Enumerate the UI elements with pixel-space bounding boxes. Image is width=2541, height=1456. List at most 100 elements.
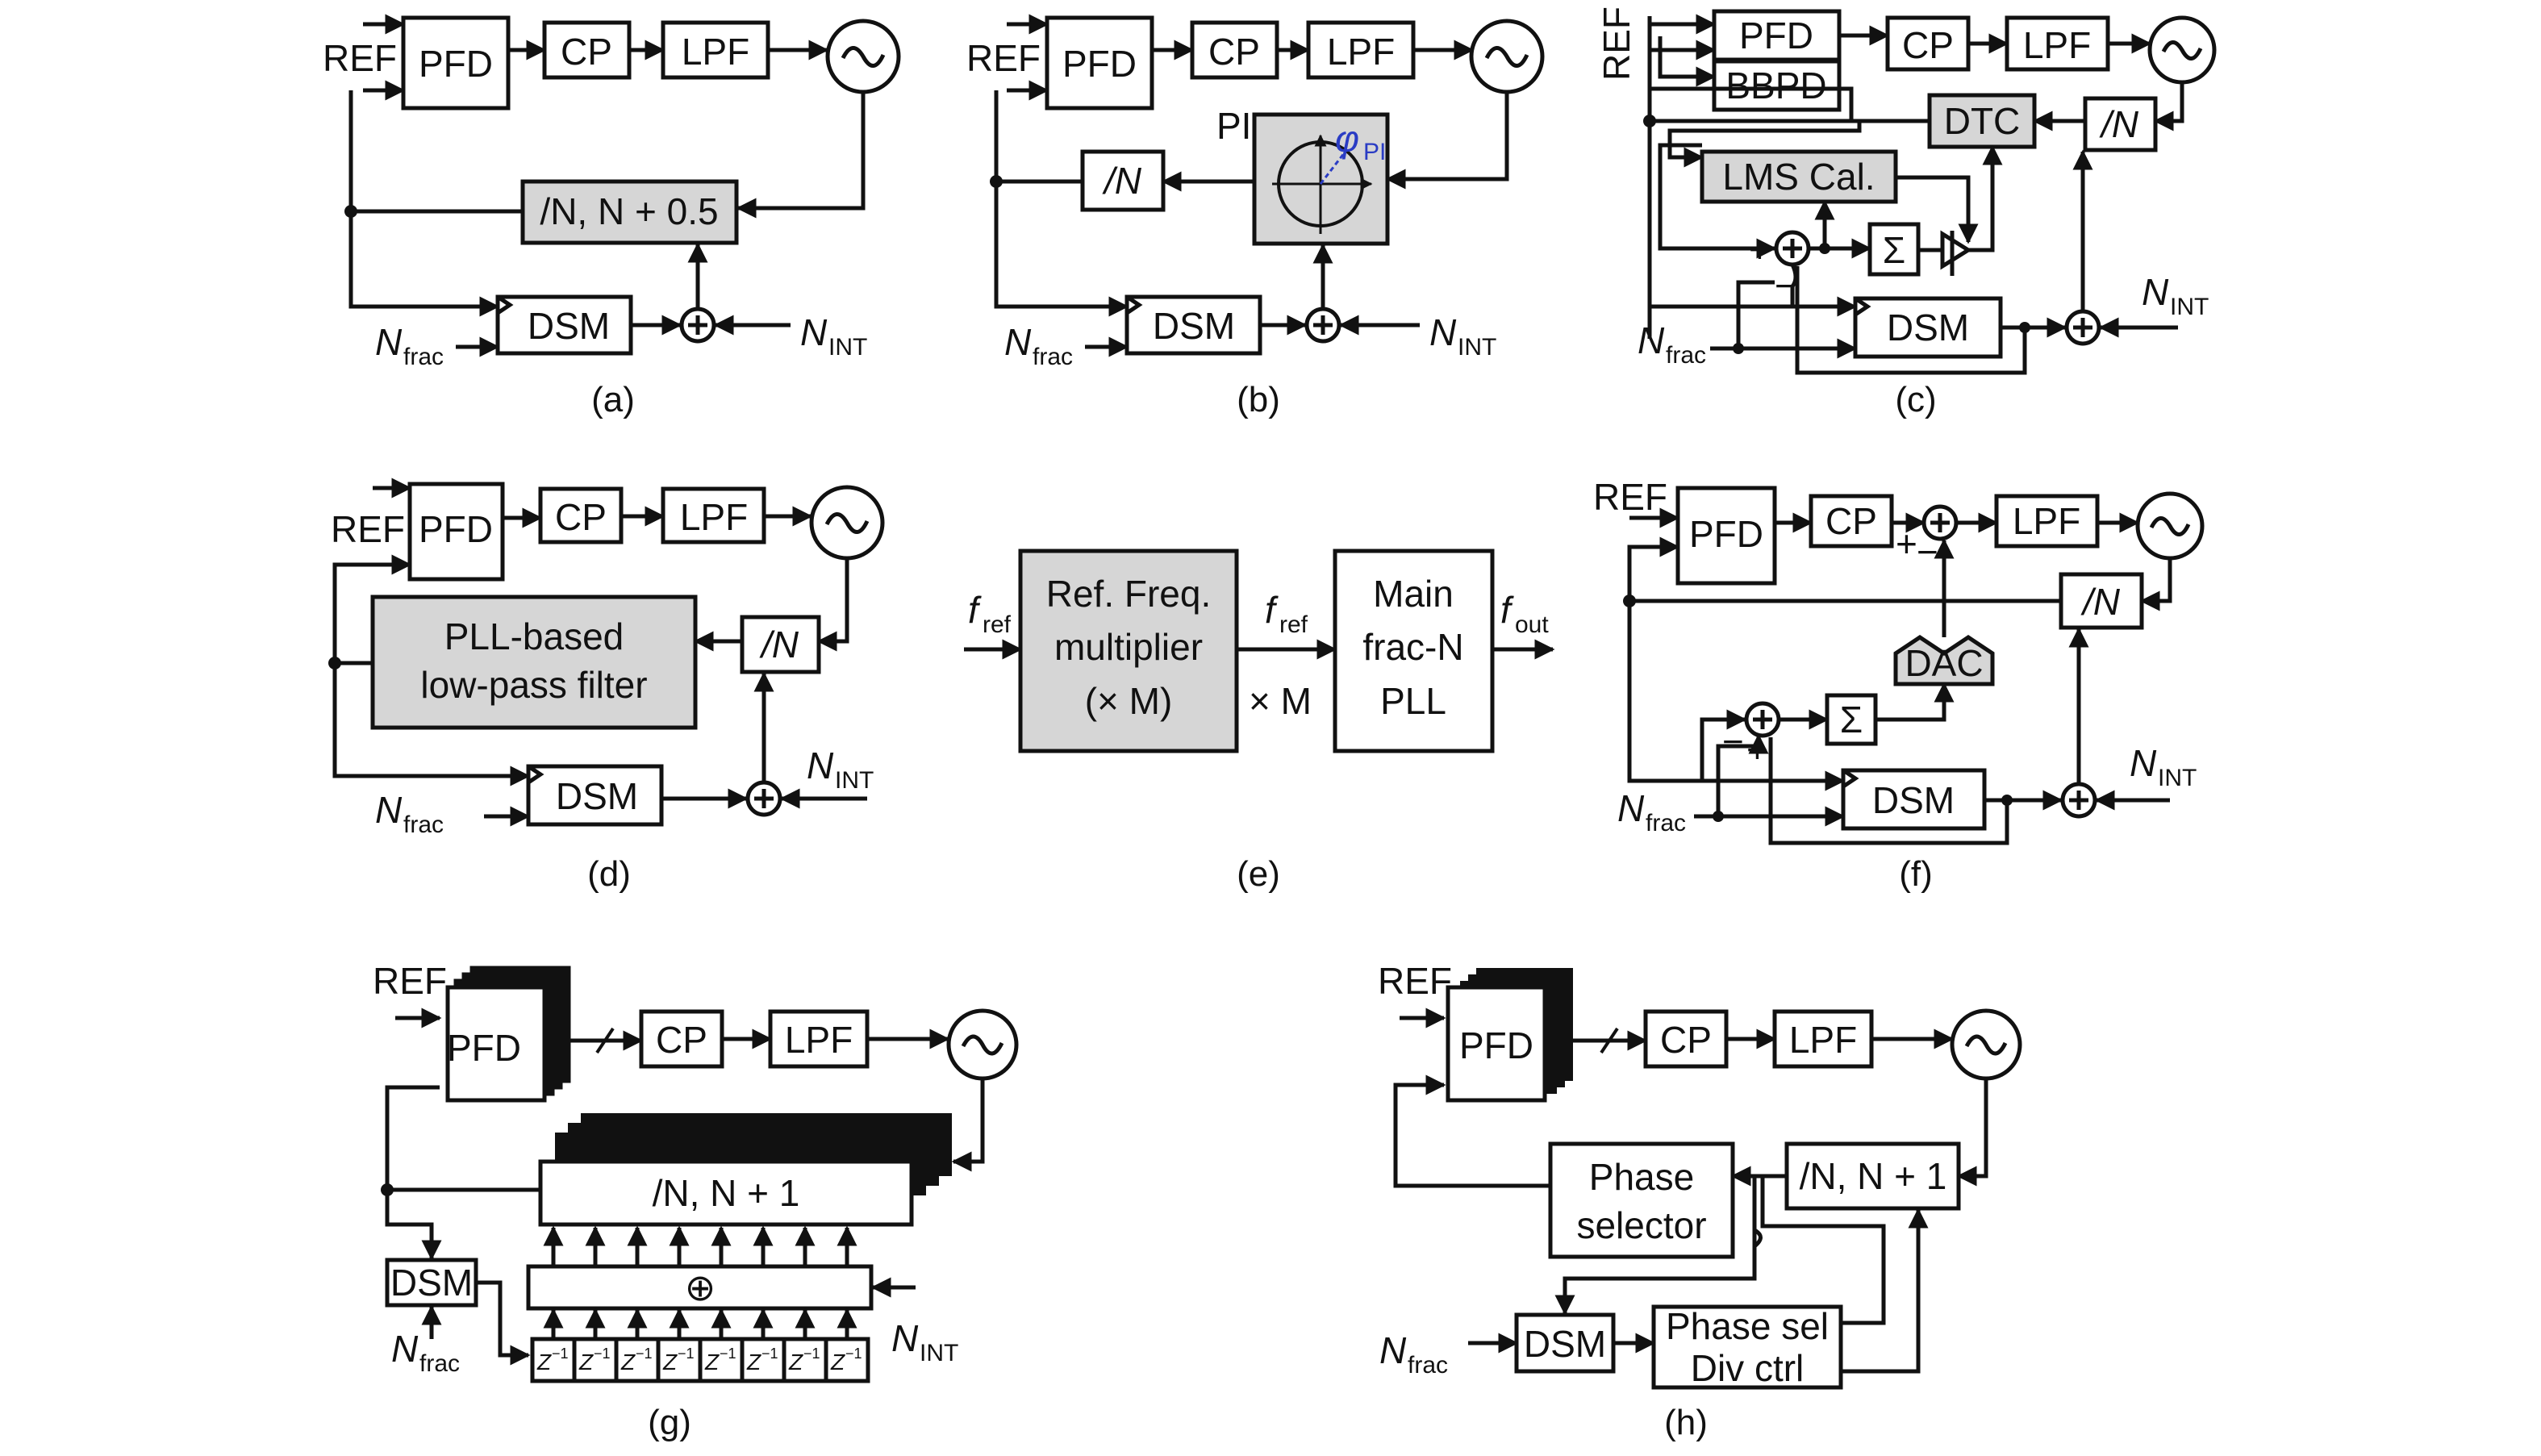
ref-label: REF <box>1596 6 1638 81</box>
main-line3: PLL <box>1380 680 1446 722</box>
lpf-label: LPF <box>2013 500 2080 542</box>
nint-sub: INT <box>828 334 867 361</box>
adder-icon <box>2064 309 2101 346</box>
panel-f: REF PFD CP + − LPF /N DAC <box>1593 476 2205 894</box>
divider-block <box>2059 572 2144 630</box>
pfd-label: PFD <box>1062 43 1137 85</box>
fref-in-label: f <box>968 589 982 631</box>
dsm-label: DSM <box>390 1262 473 1304</box>
panel-e: f ref Ref. Freq. multiplier (× M) f ref … <box>964 549 1555 894</box>
mult-line3: (× M) <box>1085 680 1173 722</box>
nfrac-sub: frac <box>403 344 444 370</box>
cp-block <box>538 486 624 544</box>
pfd-label: PFD <box>447 1027 521 1069</box>
panel-d: REF PFD CP LPF /N PLL-based low-pass fil… <box>328 478 885 894</box>
nfrac-label: N <box>375 321 403 363</box>
divider-block <box>1080 149 1166 212</box>
cp-label: CP <box>1660 1019 1712 1061</box>
cp-label: CP <box>561 31 612 73</box>
caption-g: (g) <box>648 1403 691 1442</box>
vco-icon <box>825 19 901 94</box>
cp-block <box>1643 1009 1729 1069</box>
fref-in-sub: ref <box>983 611 1012 638</box>
selector-line1: Phase <box>1589 1156 1694 1198</box>
divider-label: /N <box>1102 160 1142 202</box>
lms-label: LMS Cal. <box>1722 156 1875 198</box>
delay-z-sup: −1 <box>845 1345 862 1362</box>
pfd-block <box>445 985 547 1103</box>
adder-icon <box>679 307 716 344</box>
pfd-label: PFD <box>419 43 493 85</box>
delay-z-label: Z <box>620 1350 636 1375</box>
delay-z-sup: −1 <box>678 1345 695 1362</box>
ref-label: REF <box>323 37 397 79</box>
lpf-label: LPF <box>785 1019 853 1061</box>
pfd-label: PFD <box>1689 513 1763 555</box>
lpf-label: LPF <box>2023 24 2091 66</box>
dsm-label: DSM <box>556 775 638 817</box>
panel-c: REF PFD BBPD CP LPF /N DTC LMS Cal. <box>1596 6 2217 419</box>
mult-line1: Ref. Freq. <box>1046 573 1212 615</box>
dsm-label: DSM <box>1872 779 1955 821</box>
divider-label: /N, N + 0.5 <box>540 190 718 232</box>
pfd-label: PFD <box>1739 15 1813 56</box>
fout-label: f <box>1500 589 1514 631</box>
caption-f: (f) <box>1899 854 1933 894</box>
fref-out-sub: ref <box>1279 611 1308 638</box>
nint-label: N <box>807 745 834 786</box>
bbpd-label: BBPD <box>1725 65 1826 106</box>
nint-label: N <box>891 1317 919 1359</box>
nfrac-sub: frac <box>1646 810 1686 836</box>
divider-block <box>538 1159 914 1227</box>
divider-label: /N <box>759 624 799 665</box>
divider-block <box>2083 96 2158 152</box>
phi-sub: PI <box>1363 139 1386 165</box>
selector-line2: selector <box>1576 1204 1706 1246</box>
divider-block <box>1784 1141 1961 1211</box>
panel-b: REF PFD CP LPF PI φ PI /N <box>966 14 1545 419</box>
dsm-block <box>1841 768 1987 831</box>
pfd-block <box>1045 15 1154 111</box>
nint-label: N <box>2130 742 2157 784</box>
adder-icon <box>1304 307 1341 344</box>
panel-g: REF PFD CP LPF /N, N + 1 <box>373 960 1019 1442</box>
plus-sign: + <box>1896 523 1917 565</box>
delay-z-sup: −1 <box>552 1345 569 1362</box>
delay-z-sup: −1 <box>761 1345 778 1362</box>
pfd-block <box>1675 486 1777 586</box>
panel-a: REF PFD CP LPF /N, N + 0.5 DSM N frac <box>323 14 901 419</box>
caption-c: (c) <box>1895 380 1936 419</box>
filter-line1: PLL-based <box>444 615 624 657</box>
lpf-label: LPF <box>1789 1019 1857 1061</box>
phase-sel-div-ctrl-block <box>1651 1304 1843 1390</box>
nfrac-sub: frac <box>1408 1352 1448 1379</box>
nfrac-label: N <box>1617 787 1645 829</box>
dsm-block <box>526 764 664 827</box>
caption-a: (a) <box>591 380 635 419</box>
plus-sign-2: + <box>1746 728 1768 770</box>
panel-h: REF PFD CP LPF /N, N + 1 Phase selector <box>1378 960 2022 1442</box>
dsm-label: DSM <box>1153 305 1235 347</box>
ref-label: REF <box>966 37 1041 79</box>
vco-icon <box>2135 491 2205 561</box>
adder-icon <box>2060 782 2097 819</box>
cp-label: CP <box>656 1019 707 1061</box>
delay-z-sup: −1 <box>594 1345 611 1362</box>
nfrac-label: N <box>375 789 403 831</box>
delay-z-label: Z <box>830 1350 845 1375</box>
minus-sign-2: − <box>1722 720 1744 762</box>
vco-icon <box>946 1008 1019 1081</box>
pfd-stack <box>1446 968 1573 1103</box>
bbpd-block <box>1712 59 1842 112</box>
nfrac-sub: frac <box>419 1350 460 1377</box>
nint-label: N <box>1429 311 1457 353</box>
dsm-label: DSM <box>1524 1323 1606 1365</box>
pfd-block <box>401 15 511 111</box>
phase-circle-icon <box>1272 134 1373 234</box>
pfd-block <box>407 482 505 582</box>
cp-block <box>1885 15 1971 72</box>
nint-label: N <box>2142 271 2169 313</box>
delay-to-adder-arrows <box>543 1308 857 1339</box>
